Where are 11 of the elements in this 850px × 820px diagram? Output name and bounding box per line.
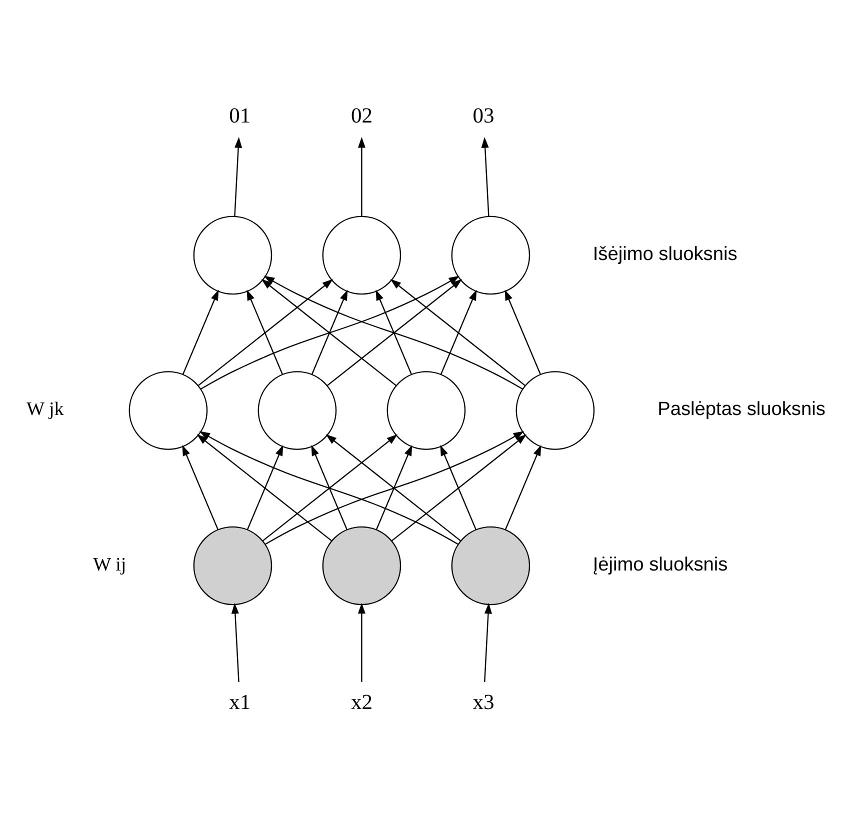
label: W jk <box>26 398 64 420</box>
label: Paslėptas sluoksnis <box>658 398 826 420</box>
label: Išėjimo sluoksnis <box>592 243 738 264</box>
label: W ij <box>93 554 126 575</box>
node-text: 02 <box>350 103 372 128</box>
node-text: x3 <box>472 689 494 714</box>
node-text: 01 <box>229 103 251 128</box>
node-text: x2 <box>350 689 372 714</box>
node-text: x1 <box>229 689 251 714</box>
label: Įėjimo sluoksnis <box>592 554 728 575</box>
node-text: 03 <box>472 103 494 128</box>
